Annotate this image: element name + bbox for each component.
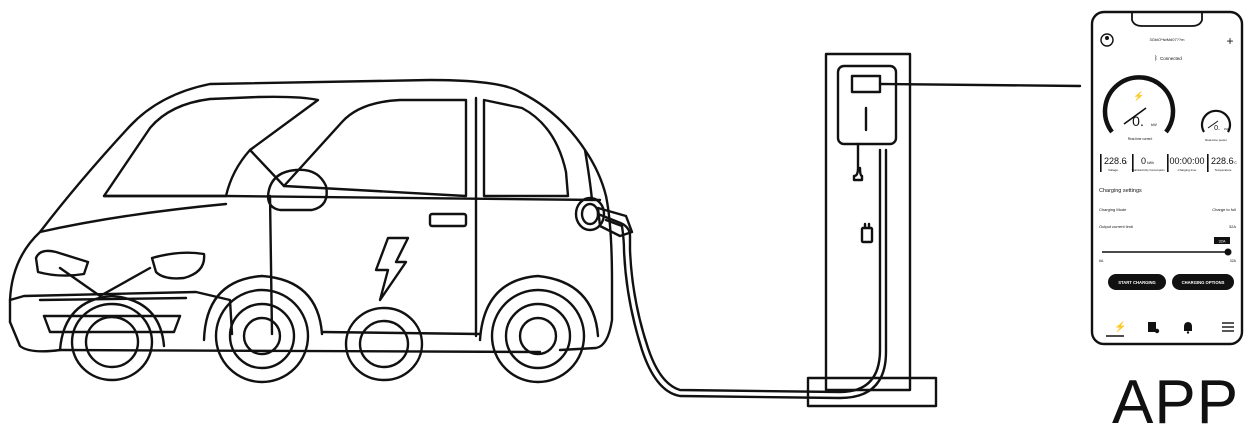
app-label: APP	[1112, 372, 1239, 434]
bluetooth-icon: ᛒ	[1154, 55, 1158, 62]
svg-text:32A: 32A	[1218, 239, 1225, 244]
voltage-value: 228.6	[1104, 156, 1127, 166]
phone-frame	[1092, 12, 1242, 344]
output-limit-label: Output current limit	[1099, 224, 1134, 229]
current-gauge: 40 ⚡ 0. kW Real-time current	[1105, 76, 1173, 141]
svg-text:CHARGING OPTIONS: CHARGING OPTIONS	[1182, 280, 1225, 285]
start-charging-button[interactable]: START CHARGING	[1108, 274, 1166, 290]
current-value: 0.	[1132, 113, 1144, 129]
svg-text:°C: °C	[1233, 161, 1237, 165]
svg-text:⚡: ⚡	[1133, 90, 1144, 102]
device-id: 3GbiO*fwMd07??m	[1150, 37, 1186, 42]
car-icon	[10, 80, 612, 382]
stats-row: 228.6 V Voltage 0 kWh Total Electricity …	[1100, 154, 1237, 172]
svg-text:kW: kW	[1224, 127, 1229, 131]
energy-value: 0	[1141, 156, 1146, 166]
svg-text:V: V	[1125, 161, 1128, 165]
connection-status: Connected	[1160, 56, 1182, 61]
charging-options-button[interactable]: CHARGING OPTIONS	[1172, 274, 1234, 290]
svg-text:START CHARGING: START CHARGING	[1118, 280, 1156, 285]
charging-mode-label: Charging Mode	[1099, 207, 1127, 212]
charging-cable-icon	[598, 150, 886, 398]
temperature-value: 228.6	[1211, 156, 1234, 166]
slider-max: 32A	[1230, 259, 1237, 263]
svg-text:Total Electricity Consumption: Total Electricity Consumption	[1131, 168, 1165, 172]
charging-station-icon	[808, 54, 1080, 406]
settings-title: Charging settings	[1099, 188, 1142, 194]
bottom-nav: ⚡	[1106, 320, 1234, 336]
power-caption: Real-time power	[1205, 138, 1227, 142]
lightning-bolt-icon	[376, 238, 408, 300]
power-value: 0.	[1214, 125, 1220, 132]
svg-text:Charging time: Charging time	[1178, 168, 1197, 172]
charging-time-value: 00:00:00	[1169, 156, 1204, 166]
power-gauge: 0. kW Real-time power	[1202, 111, 1230, 142]
add-device-button[interactable]: +	[1226, 34, 1233, 48]
output-limit-value: 32A	[1229, 224, 1236, 229]
charging-mode-value[interactable]: Charge to full	[1212, 207, 1236, 212]
slider-min: 6A	[1099, 259, 1104, 263]
nav-menu-icon[interactable]	[1222, 323, 1234, 331]
nav-bell-icon[interactable]	[1184, 322, 1192, 334]
nav-lightning-icon[interactable]: ⚡	[1114, 320, 1126, 333]
svg-text:Temperature: Temperature	[1215, 168, 1232, 172]
current-limit-slider[interactable]: 32A 6A 32A	[1099, 237, 1237, 263]
svg-text:Voltage: Voltage	[1108, 168, 1118, 172]
svg-text:kW: kW	[1151, 122, 1157, 127]
nav-records-icon[interactable]	[1148, 322, 1159, 333]
svg-text:kWh: kWh	[1147, 161, 1154, 165]
current-caption: Real-time current	[1128, 137, 1153, 141]
svg-text:40: 40	[1137, 76, 1141, 80]
slider-knob[interactable]	[1225, 249, 1232, 256]
